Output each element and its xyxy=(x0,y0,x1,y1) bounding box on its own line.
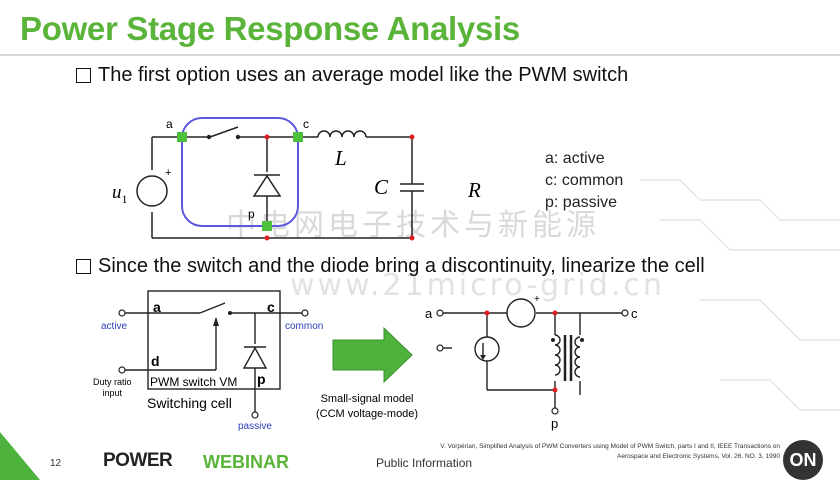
bullet-1: The first option uses an average model l… xyxy=(76,64,628,87)
terminal-legend: a: active c: common p: passive xyxy=(545,148,623,214)
top-node-a: a xyxy=(166,117,173,131)
public-information-label: Public Information xyxy=(376,456,473,470)
model-node-p: p xyxy=(551,416,559,431)
resistor-label: R xyxy=(468,178,481,202)
active-terminal-label: active xyxy=(101,321,128,332)
capacitor-label: C xyxy=(374,175,389,199)
title-divider xyxy=(0,54,840,56)
legend-passive: p: passive xyxy=(545,194,618,211)
checkbox-bullet-icon xyxy=(76,259,91,274)
cell-node-a: a xyxy=(153,299,161,315)
top-node-p: p xyxy=(248,207,255,221)
watermark-url: www.21micro-grid.cn xyxy=(290,268,665,303)
legend-common: c: common xyxy=(545,172,624,189)
model-source-plus: + xyxy=(534,294,540,305)
common-terminal-label: common xyxy=(285,321,324,332)
webinar-logo: WEBINAR xyxy=(203,452,289,472)
top-source-label: u1 xyxy=(112,182,128,206)
model-node-c: c xyxy=(631,306,638,321)
bullet-1-text: The first option uses an average model l… xyxy=(98,64,629,86)
model-node-a: a xyxy=(425,306,433,321)
bullet-2-text: Since the switch and the diode bring a d… xyxy=(98,255,705,277)
cell-node-p: p xyxy=(257,371,266,387)
cell-node-d: d xyxy=(151,353,160,369)
top-source-plus: + xyxy=(165,167,172,179)
on-semiconductor-logo: ON xyxy=(783,440,823,480)
legend-active: a: active xyxy=(545,150,605,167)
page-number: 12 xyxy=(50,458,62,469)
pwm-switch-vm-label: PWM switch VM xyxy=(150,375,238,389)
small-signal-caption: Small-signal model (CCM voltage-mode) xyxy=(316,393,419,420)
duty-ratio-label: Duty ratio input xyxy=(93,377,132,398)
power-logo: POWER xyxy=(103,450,173,471)
inductor-label: L xyxy=(335,146,347,170)
top-node-c: c xyxy=(303,117,309,131)
slide-title: Power Stage Response Analysis xyxy=(20,10,520,47)
cell-node-c: c xyxy=(267,299,275,315)
switching-cell-caption: Switching cell xyxy=(147,395,232,411)
checkbox-bullet-icon xyxy=(76,68,91,83)
bullet-2: Since the switch and the diode bring a d… xyxy=(76,255,705,278)
passive-terminal-label: passive xyxy=(238,421,272,432)
citation: V. Vorpérian, Simplified Analysis of PWM… xyxy=(440,443,780,460)
